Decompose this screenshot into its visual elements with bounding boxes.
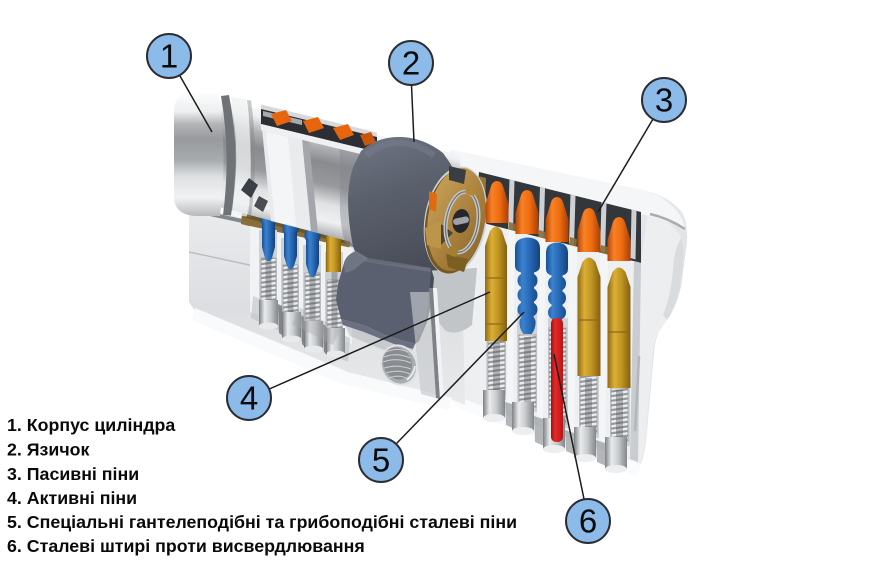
svg-text:2: 2 (402, 45, 420, 82)
svg-text:4: 4 (240, 380, 258, 417)
svg-text:4. Активні піни: 4. Активні піни (7, 488, 137, 508)
svg-text:1: 1 (160, 38, 178, 75)
svg-text:5: 5 (372, 442, 390, 479)
svg-text:2. Язичок: 2. Язичок (7, 440, 90, 460)
svg-text:6: 6 (579, 503, 597, 540)
svg-text:3: 3 (655, 82, 673, 119)
svg-text:5. Спеціальні гантелеподібні т: 5. Спеціальні гантелеподібні та грибопод… (7, 512, 517, 532)
svg-text:1. Корпус циліндра: 1. Корпус циліндра (7, 415, 175, 435)
svg-text:6. Сталеві штирі проти висверд: 6. Сталеві штирі проти висвердлювання (7, 536, 365, 556)
svg-text:3. Пасивні піни: 3. Пасивні піни (7, 464, 139, 484)
